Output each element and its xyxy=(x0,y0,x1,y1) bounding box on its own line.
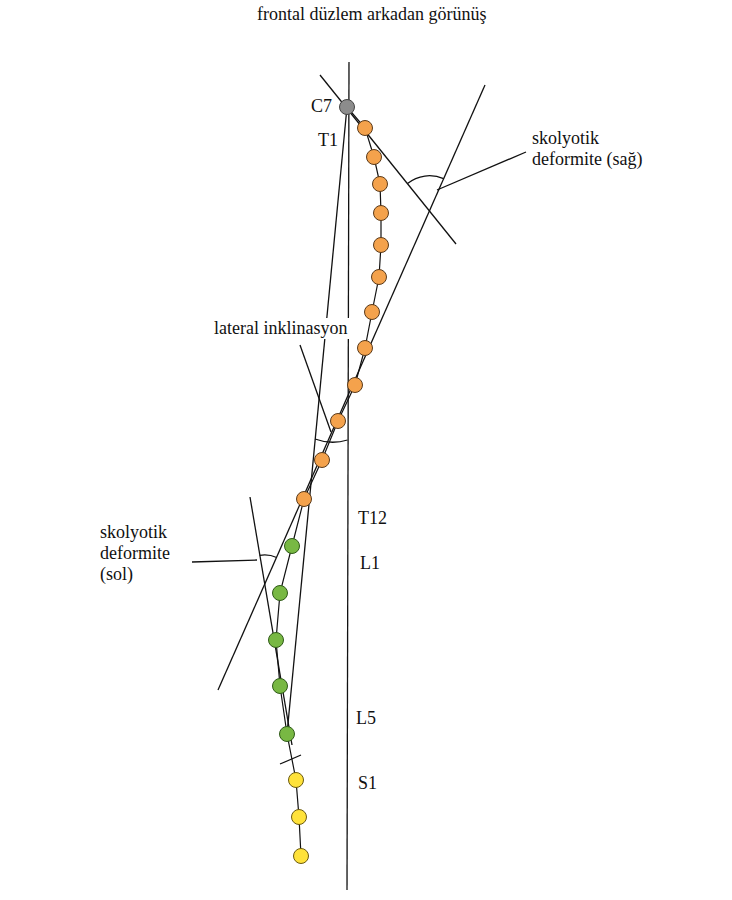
vertebra-dot xyxy=(269,633,284,648)
vertebra-dot xyxy=(294,849,309,864)
vertebra-dot xyxy=(358,121,373,136)
vertebra-dot xyxy=(273,679,288,694)
plumb-line xyxy=(347,62,349,890)
angle-label: skolyotik deformite (sağ) xyxy=(532,128,662,170)
leader-line xyxy=(437,152,526,190)
angle-arc xyxy=(408,176,444,184)
angle-label: skolyotik deformite (sol) xyxy=(100,522,190,585)
vertebra-label: T1 xyxy=(318,130,338,151)
vertebra-dot xyxy=(367,150,382,165)
vertebra-dot xyxy=(374,206,389,221)
vertebra-dot xyxy=(340,100,355,115)
leader-line xyxy=(192,560,257,562)
tangent-line xyxy=(250,497,292,745)
angle-label: lateral inklinasyon xyxy=(212,318,349,339)
vertebra-dot xyxy=(358,341,373,356)
vertebra-dot xyxy=(280,727,295,742)
vertebra-dot xyxy=(372,270,387,285)
angle-arc xyxy=(315,439,348,442)
leader-line xyxy=(300,345,331,432)
tangent-line xyxy=(218,85,485,690)
vertebra-label: T12 xyxy=(358,508,387,529)
lumbar-dots xyxy=(269,539,300,742)
segment-tick xyxy=(280,755,301,764)
vertebra-dot xyxy=(273,586,288,601)
vertebra-dot xyxy=(331,414,346,429)
vertebra-label: L5 xyxy=(356,708,376,729)
vertebra-label: L1 xyxy=(360,553,380,574)
vertebra-dot xyxy=(373,177,388,192)
vertebra-dot xyxy=(292,810,307,825)
vertebra-label: S1 xyxy=(358,773,377,794)
spine-curve xyxy=(276,107,381,856)
vertebra-dot xyxy=(348,378,363,393)
vertebra-dot xyxy=(285,539,300,554)
thoracic-dots xyxy=(297,121,389,507)
vertebra-dot xyxy=(297,492,312,507)
vertebra-dot xyxy=(315,453,330,468)
vertebra-label: C7 xyxy=(311,96,332,117)
angle-arc xyxy=(260,555,277,558)
tangent-line xyxy=(320,75,456,244)
vertebra-dot xyxy=(374,238,389,253)
vertebra-dot xyxy=(289,773,304,788)
diagram-title: frontal düzlem arkadan görünüş xyxy=(257,4,486,25)
inclination-line xyxy=(287,107,347,734)
sacral-dots xyxy=(289,773,309,864)
vertebra-dot xyxy=(365,305,380,320)
